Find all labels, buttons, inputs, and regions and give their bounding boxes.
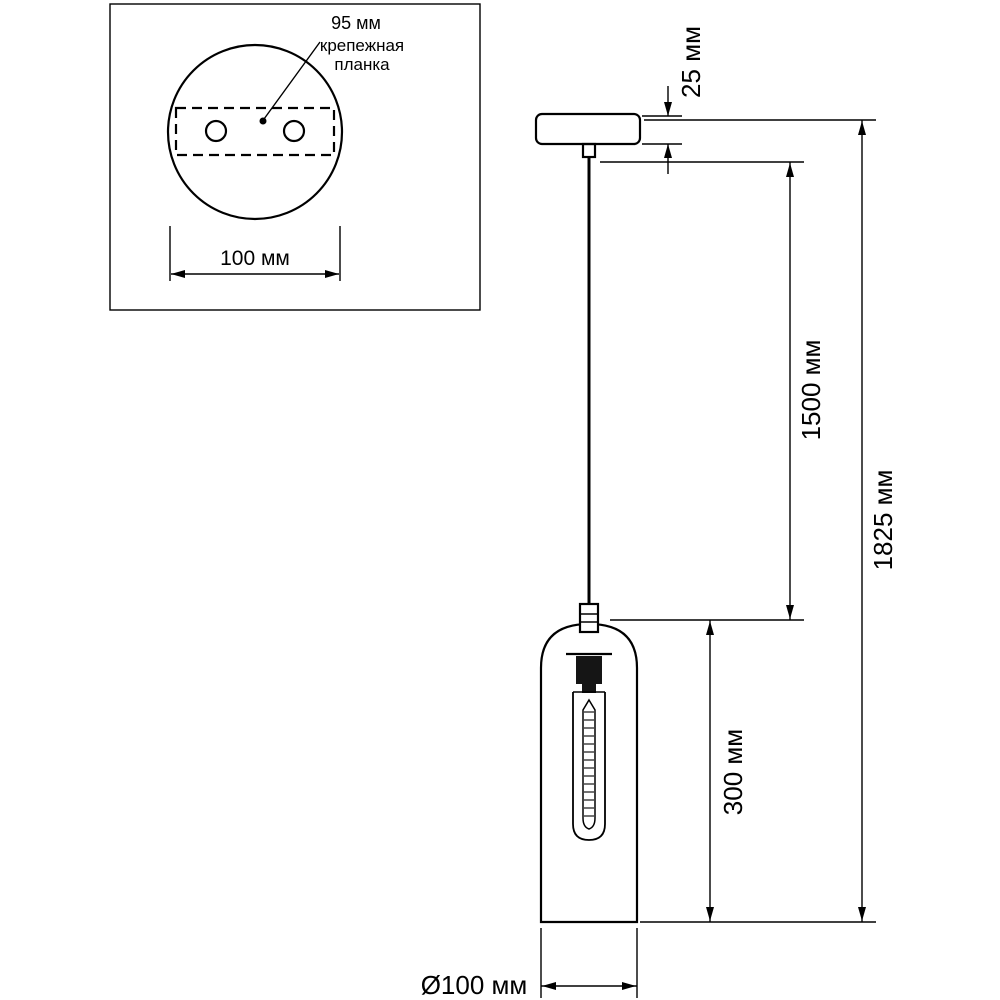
screw-hole-left <box>204 119 228 143</box>
canopy-height-dimension: 25 мм <box>642 26 706 174</box>
arrow-right <box>622 982 636 990</box>
canopy-height-label: 25 мм <box>676 26 706 98</box>
arrow-down <box>858 907 866 921</box>
cord-length-label: 1500 мм <box>796 340 826 441</box>
mounting-bracket-outline <box>174 106 336 157</box>
plate-width-label: 100 мм <box>220 247 290 270</box>
mounting-plate-circle <box>166 43 344 221</box>
mounting-plate-inset: 95 мм крепежная планка 100 мм <box>109 3 481 311</box>
lamp-socket <box>576 656 602 684</box>
plate-width-dimension: 100 мм <box>169 226 341 281</box>
bulb-filament <box>582 698 596 830</box>
cord-length-dimension: 1500 мм <box>600 161 826 621</box>
arrow-left <box>542 982 556 990</box>
arrow-up <box>664 144 672 158</box>
arrow-left <box>171 270 185 278</box>
overall-height-dimension: 1825 мм <box>640 119 898 923</box>
bracket-label-line2: планка <box>334 55 390 74</box>
bracket-label-line1: крепежная <box>320 36 404 55</box>
leader-line <box>263 41 321 120</box>
inset-border <box>109 3 481 311</box>
arrow-up <box>786 163 794 177</box>
shade-diameter-dimension: Ø100 мм <box>421 928 638 1000</box>
arrow-up <box>706 621 714 635</box>
shade-height-label: 300 мм <box>718 729 748 815</box>
overall-height-label: 1825 мм <box>868 470 898 571</box>
canopy-stem <box>581 142 597 159</box>
center-point-marker <box>259 117 267 125</box>
arrow-right <box>325 270 339 278</box>
filament-hatch <box>584 711 594 817</box>
screw-hole-right <box>282 119 306 143</box>
socket-neck <box>582 684 596 693</box>
hole-pitch-label: 95 мм <box>331 13 381 33</box>
arrow-down <box>706 907 714 921</box>
arrow-down <box>664 102 672 116</box>
arrow-down <box>786 605 794 619</box>
ceiling-canopy <box>534 112 642 146</box>
arrow-up <box>858 121 866 135</box>
pendant-lamp <box>534 112 642 924</box>
bulb-tube <box>572 692 606 841</box>
cord-fitting <box>578 602 600 634</box>
shade-diameter-label: Ø100 мм <box>421 970 528 1000</box>
shade-height-dimension: 300 мм <box>706 620 748 922</box>
